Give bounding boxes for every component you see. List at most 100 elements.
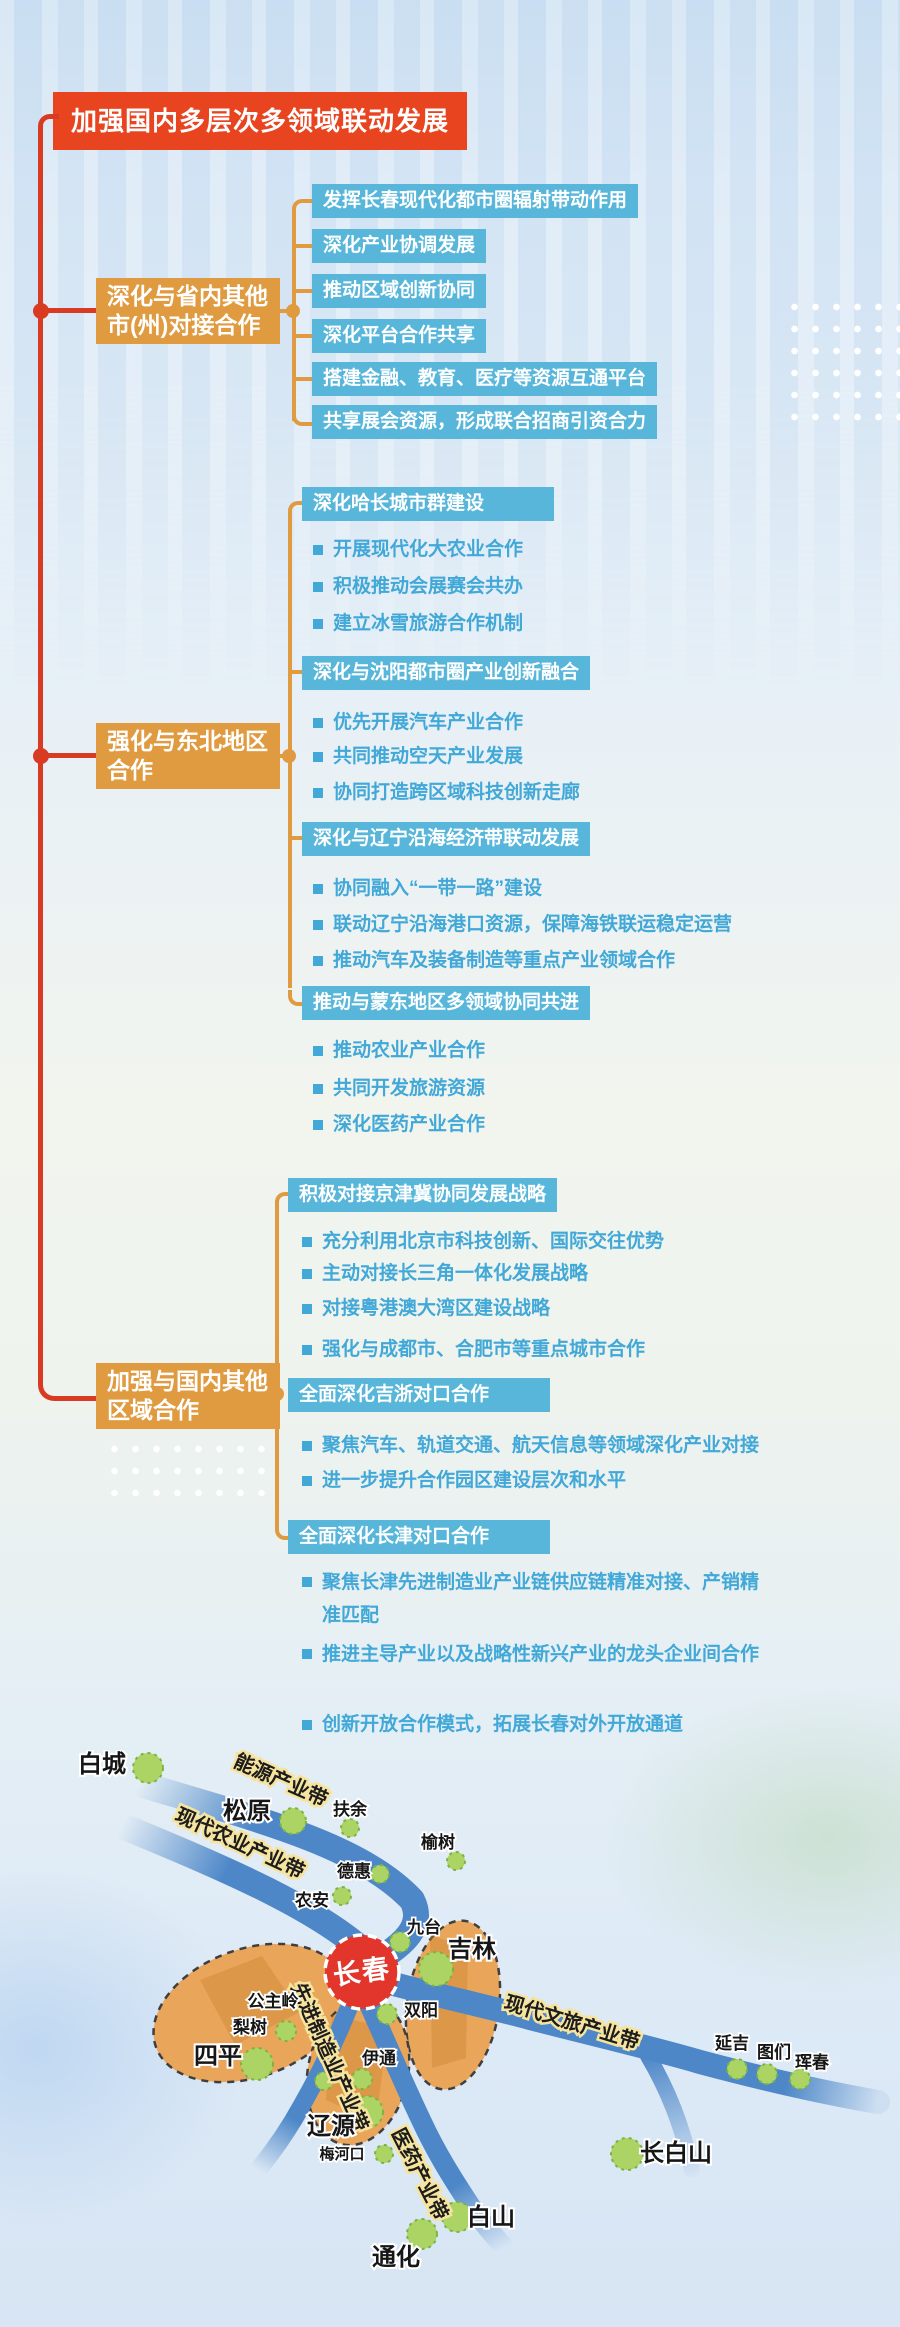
siping-dot — [240, 2047, 274, 2081]
branch1-stub-2 — [296, 244, 312, 248]
yushu-dot — [446, 1851, 466, 1871]
manufacturing-belt-path — [249, 1991, 361, 2179]
list-item-text: 强化与成都市、合肥市等重点城市合作 — [322, 1339, 646, 1360]
pharma-belt-path — [358, 1992, 515, 2258]
list-item-text: 协同打造跨区域科技创新走廊 — [333, 782, 581, 803]
square-bullet-icon — [302, 1304, 312, 1314]
square-bullet-icon — [313, 920, 323, 930]
dehui-label: 德惠 — [337, 1861, 371, 1881]
siping-label: 四平 — [194, 2044, 242, 2070]
jilin-city-dot — [418, 1951, 454, 1987]
list-item-text: 推动汽车及装备制造等重点产业领域合作 — [333, 950, 676, 971]
branch1-box-4: 深化平台合作共享 — [312, 319, 487, 353]
branch1-box-3: 推动区域创新协同 — [312, 274, 487, 308]
culture-tourism-branch-path — [640, 2048, 700, 2178]
list-item-text: 充分利用北京市科技创新、国际交往优势 — [322, 1231, 665, 1252]
branch1-stub-5 — [296, 377, 312, 381]
square-bullet-icon — [302, 1577, 312, 1587]
branch2-header-3: 深化与辽宁沿海经济带联动发展 — [302, 822, 591, 856]
list-item: 协同打造跨区域科技创新走廊 — [313, 780, 580, 806]
list-item: 积极推动会展赛会共办 — [313, 574, 523, 600]
jiutai-dot — [389, 1931, 411, 1953]
branch-node-3-line1: 加强与国内其他 — [107, 1368, 268, 1394]
list-item-text: 共同开发旅游资源 — [333, 1078, 486, 1099]
list-item: 共同推动空天产业发展 — [313, 744, 523, 770]
gongzhuling-dot — [296, 1996, 318, 2018]
branch1-box-5: 搭建金融、教育、医疗等资源互通平台 — [312, 362, 658, 396]
hunchun-label: 珲春 — [795, 2052, 829, 2072]
branch3-vline — [275, 1200, 279, 1530]
list-item: 聚焦汽车、轨道交通、航天信息等领域深化产业对接 — [302, 1433, 759, 1459]
yanji-dot — [726, 2058, 748, 2080]
hunchun-dot — [789, 2068, 811, 2090]
list-item: 建立冰雪旅游合作机制 — [313, 611, 523, 637]
square-bullet-icon — [302, 1345, 312, 1355]
branch2-junction-dot — [282, 749, 296, 763]
square-bullet-icon — [313, 788, 323, 798]
square-bullet-icon — [313, 718, 323, 728]
nongan-label: 农安 — [294, 1890, 329, 1910]
list-item: 深化医药产业合作 — [313, 1112, 485, 1138]
nongan-dot — [332, 1886, 352, 1906]
branch-node-3: 加强与国内其他 区域合作 — [96, 1363, 280, 1429]
baishan-dot — [441, 2201, 473, 2233]
list-item: 优先开展汽车产业合作 — [313, 710, 523, 736]
branch2-header-2: 深化与沈阳都市圈产业创新融合 — [302, 656, 591, 690]
branch-node-2-line2: 合作 — [107, 757, 153, 783]
square-bullet-icon — [313, 956, 323, 966]
square-bullet-icon — [313, 1120, 323, 1130]
square-bullet-icon — [313, 619, 323, 629]
list-item: 开展现代化大农业合作 — [313, 537, 523, 563]
yitong-label: 伊通 — [361, 2048, 396, 2068]
branch-node-2-line1: 强化与东北地区 — [107, 728, 268, 754]
branch-stub-1 — [43, 308, 96, 313]
branch3-header-1: 积极对接京津冀协同发展战略 — [288, 1178, 558, 1212]
list-item: 共同开发旅游资源 — [313, 1076, 485, 1102]
petal-ribbon-decoration — [200, 1956, 300, 2045]
shuangyang-label: 双阳 — [404, 2001, 438, 2020]
dot-grid-decoration-right — [784, 296, 900, 422]
changbaishan-label: 长白山 — [640, 2139, 712, 2167]
jilin-province-map: 长春 能源产业带 现代农业产业带 先进制造业产业带 医药产业带 现代文旅产业带 … — [76, 1750, 890, 2273]
dot-grid-decoration-bottom — [104, 1438, 276, 1502]
branch1-stub-4 — [296, 334, 312, 338]
list-item-text: 进一步提升合作园区建设层次和水平 — [322, 1470, 627, 1491]
fuyu-dot — [340, 1818, 360, 1838]
tonghua-label: 通化 — [372, 2243, 420, 2271]
list-item-text: 推动农业产业合作 — [333, 1040, 486, 1061]
lishu-dot — [275, 2020, 297, 2042]
branch1-box-6: 共享展会资源，形成联合招商引资合力 — [312, 405, 658, 439]
jiutai-label: 九台 — [406, 1917, 441, 1937]
liaoyuan-label: 辽源 — [307, 2113, 355, 2140]
branch1-stub-3 — [296, 289, 312, 293]
branch2-hook-bottom — [288, 990, 306, 1006]
list-item-text: 聚焦汽车、轨道交通、航天信息等领域深化产业对接 — [322, 1435, 760, 1456]
list-item-text: 联动辽宁沿海港口资源，保障海铁联运稳定运营 — [333, 914, 733, 935]
branch1-junction-dot — [286, 304, 300, 318]
square-bullet-icon — [302, 1441, 312, 1451]
square-bullet-icon — [313, 884, 323, 894]
branch-node-1-line2: 市(州)对接合作 — [107, 312, 261, 338]
jilin-city-label: 吉林 — [448, 1936, 496, 1963]
baicheng-dot — [132, 1752, 164, 1784]
branch1-hook-bottom — [292, 410, 316, 426]
meihekou-label: 梅河口 — [319, 2145, 364, 2163]
branch-node-1-line1: 深化与省内其他 — [107, 283, 268, 309]
yanji-label: 延吉 — [714, 2033, 749, 2053]
list-item-text: 主动对接长三角一体化发展战略 — [322, 1263, 589, 1284]
belt-node-dot — [314, 2071, 334, 2091]
list-item-text: 优先开展汽车产业合作 — [333, 712, 524, 733]
branch-dot-1 — [33, 303, 49, 319]
tonghua-dot — [406, 2218, 438, 2250]
list-item: 强化与成都市、合肥市等重点城市合作 — [302, 1337, 645, 1363]
branch1-box-2: 深化产业协调发展 — [312, 229, 487, 263]
square-bullet-icon — [313, 582, 323, 592]
songyuan-label: 松原 — [223, 1798, 271, 1825]
page-title: 加强国内多层次多领域联动发展 — [53, 92, 468, 150]
list-item: 创新开放合作模式，拓展长春对外开放通道 — [302, 1712, 683, 1738]
square-bullet-icon — [302, 1720, 312, 1730]
list-item: 对接粤港澳大湾区建设战略 — [302, 1296, 550, 1322]
square-bullet-icon — [302, 1476, 312, 1486]
fuyu-label: 扶余 — [333, 1799, 368, 1819]
